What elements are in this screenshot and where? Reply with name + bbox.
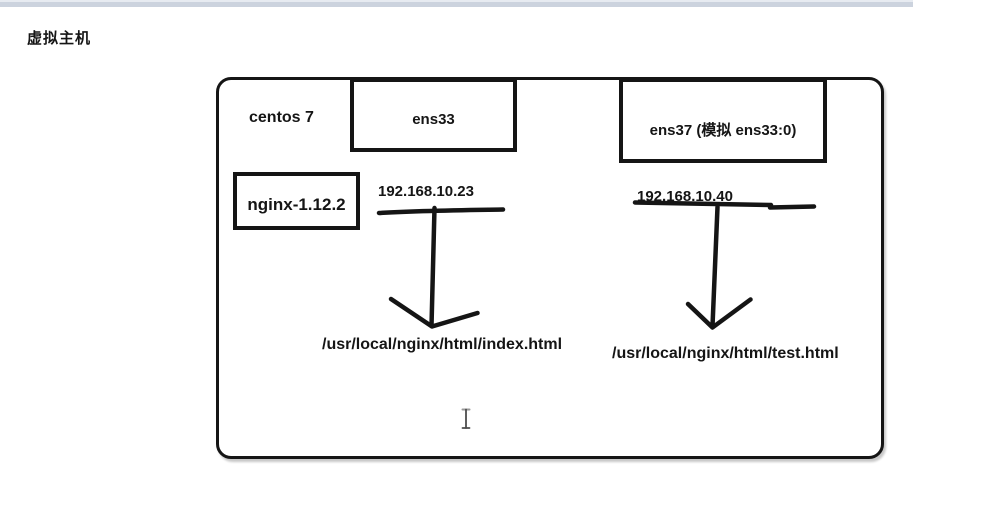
interface-label-ens37: ens37 (模拟 ens33:0) [649,122,797,139]
interface-box-ens33: ens33 [350,78,517,152]
host-os-label: centos 7 [249,109,314,126]
webroot-label-ens37: /usr/local/nginx/html/test.html [612,345,839,362]
nginx-version-box: nginx-1.12.2 [233,172,360,230]
interface-box-ens37: ens37 (模拟 ens33:0) [619,78,827,163]
ip-label-ens33: 192.168.10.23 [378,183,474,200]
ip-label-ens37: 192.168.10.40 [637,188,733,205]
top-scroll-strip [0,0,913,7]
page-title: 虚拟主机 [27,30,92,47]
webroot-label-ens33: /usr/local/nginx/html/index.html [322,336,563,353]
interface-label-ens33: ens33 [412,111,455,128]
nginx-version-label: nginx-1.12.2 [247,195,346,214]
